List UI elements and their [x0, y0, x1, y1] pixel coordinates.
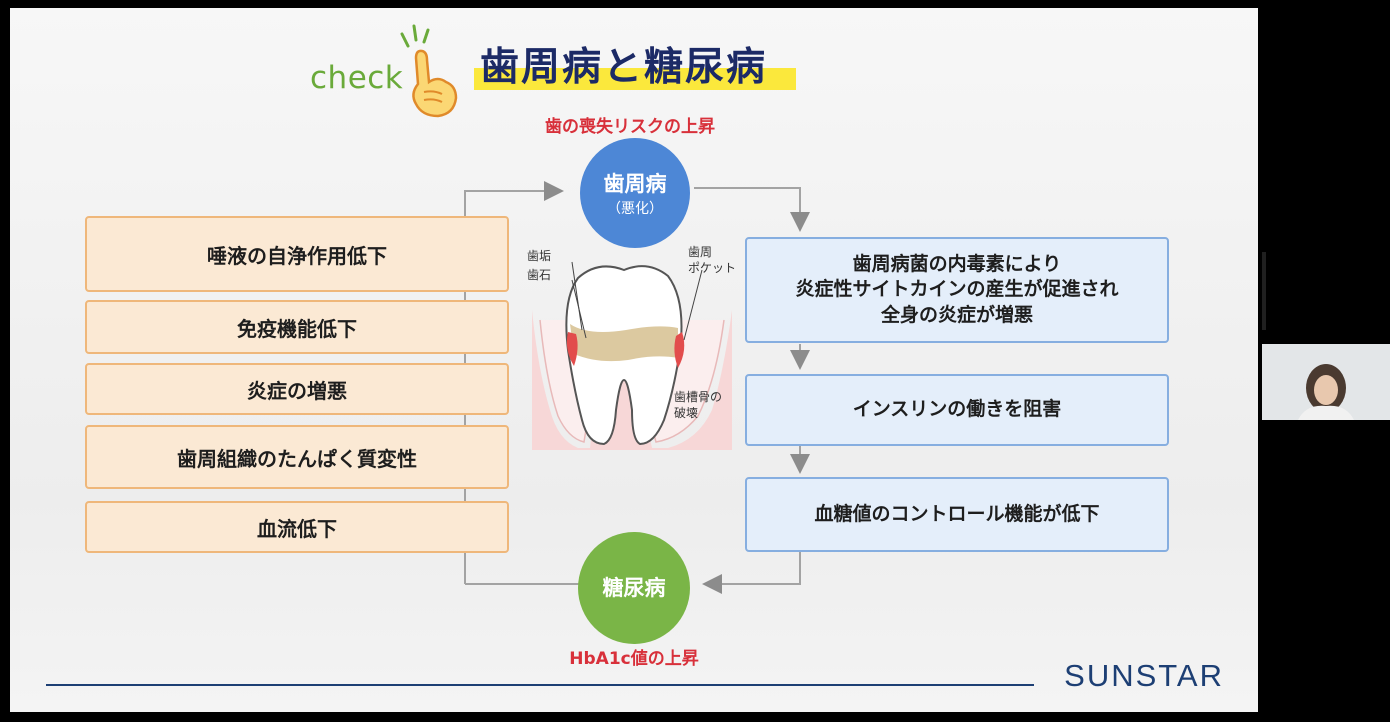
tooth-loss-risk-label: 歯の喪失リスクの上昇 — [545, 117, 715, 137]
factor-label: 炎症の増悪 — [247, 378, 347, 403]
factor-label: 血流低下 — [257, 516, 337, 541]
page-title: 歯周病と糖尿病 — [480, 45, 768, 90]
periodontal-node-label: 歯周病 — [603, 172, 667, 196]
mechanism-label: 歯周病菌の内毒素により 炎症性サイトカインの産生が促進され 全身の炎症が増悪 — [795, 252, 1119, 326]
hba1c-risk-label: HbA1c値の上昇 — [569, 649, 699, 669]
mechanism-box: 血糖値のコントロール機能が低下 — [745, 477, 1169, 552]
factor-box: 歯周組織のたんぱく質変性 — [85, 425, 509, 489]
pointing-hand-icon — [400, 24, 458, 118]
factor-label: 歯周組織のたんぱく質変性 — [177, 446, 417, 471]
plaque-label: 歯垢 — [527, 249, 552, 263]
factor-box: 血流低下 — [85, 501, 509, 553]
window-edge — [1262, 252, 1266, 330]
check-label: check — [310, 60, 404, 96]
diabetes-node-label: 糖尿病 — [602, 576, 666, 600]
periodontal-disease-node: 歯周病 （悪化） — [580, 138, 690, 248]
factor-box: 免疫機能低下 — [85, 300, 509, 354]
mechanism-label: インスリンの働きを阻害 — [852, 398, 1062, 421]
factor-box: 唾液の自浄作用低下 — [85, 216, 509, 292]
factor-box: 炎症の増悪 — [85, 363, 509, 415]
pocket-label: 歯周 ポケット — [688, 245, 737, 275]
footer-rule — [46, 684, 1034, 686]
bone-loss-label: 歯槽骨の 破壊 — [674, 390, 723, 420]
mechanism-box: 歯周病菌の内毒素により 炎症性サイトカインの産生が促進され 全身の炎症が増悪 — [745, 237, 1169, 343]
factor-label: 免疫機能低下 — [237, 316, 357, 341]
diabetes-node: 糖尿病 — [578, 532, 690, 644]
slide: check 歯周病と糖尿病 歯の喪失リスクの上昇 歯周病 （悪化） — [10, 8, 1258, 712]
title-block: 歯周病と糖尿病 — [474, 34, 796, 90]
mechanism-label: 血糖値のコントロール機能が低下 — [814, 502, 1100, 525]
periodontal-node-sub: （悪化） — [607, 201, 663, 217]
title-highlight — [474, 68, 796, 90]
mechanism-box: インスリンの働きを阻害 — [745, 374, 1169, 446]
presenter-avatar — [1262, 344, 1390, 420]
tooth-illustration — [532, 261, 732, 450]
calculus-label: 歯石 — [527, 268, 552, 282]
brand-logo: SUNSTAR — [1064, 658, 1224, 693]
video-thumbnail[interactable] — [1262, 344, 1390, 420]
factor-label: 唾液の自浄作用低下 — [207, 243, 387, 268]
